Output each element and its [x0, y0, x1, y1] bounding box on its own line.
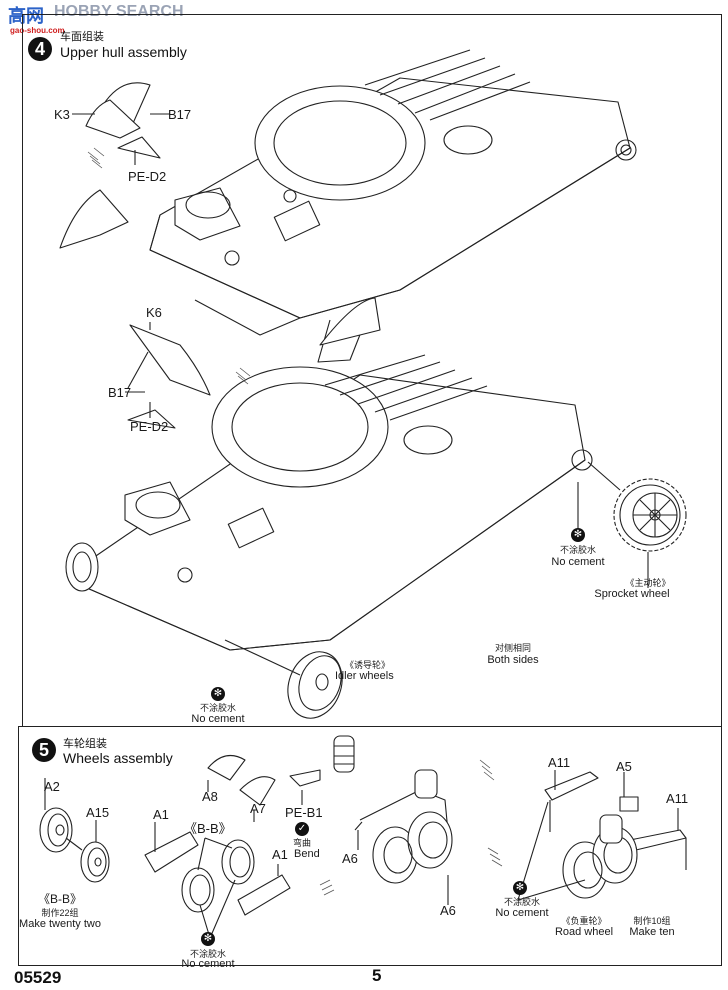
sprocket-wheel-art: [613, 478, 687, 552]
part-label-k3: K3: [54, 107, 70, 122]
bend-en: Bend: [294, 848, 320, 860]
sprocket-name-en: Sprocket wheel: [594, 588, 670, 600]
idler-no-cement-cn: 不涂胶水: [199, 703, 237, 713]
step5-frame: [18, 726, 722, 966]
wheels-no-cement-en: No cement: [181, 958, 235, 970]
road-no-cement-cn: 不涂胶水: [503, 897, 541, 907]
part-label-pe-b1: PE-B1: [285, 805, 323, 820]
idler-name-en: Idler wheels: [335, 670, 394, 682]
part-label-pe-d2-top: PE-D2: [128, 169, 167, 184]
page-number: 5: [372, 966, 382, 985]
upper-hull-top: [149, 49, 637, 363]
road-wheel-en: Road wheel: [554, 926, 614, 938]
step5-number-badge: 5: [32, 738, 56, 762]
part-label-a8: A8: [202, 789, 218, 804]
part-label-a15: A15: [86, 805, 110, 820]
part-label-a6-bottom: A6: [440, 903, 456, 918]
bb-make-en: Make twenty two: [19, 918, 101, 930]
step4-title-en: Upper hull assembly: [60, 44, 187, 60]
step4-frame: [22, 14, 722, 726]
road-wheel-cn: 《负重轮》: [561, 916, 607, 926]
wheels-no-cement-cn: 不涂胶水: [189, 949, 227, 959]
sprocket-name-cn: 《主动轮》: [625, 578, 671, 588]
part-label-pe-d2-mid: PE-D2: [130, 419, 169, 434]
upper-hull-bottom: [79, 354, 593, 651]
part-label-k6: K6: [146, 305, 162, 320]
step4-number-badge: 4: [28, 37, 52, 61]
part-label-b17-top: B17: [168, 107, 192, 122]
part-label-a7: A7: [250, 801, 266, 816]
idler-no-cement-en: No cement: [191, 713, 245, 725]
bb-sub-label: 《B-B》: [37, 892, 83, 906]
part-label-a11-right: A11: [666, 791, 689, 806]
no-cement-icon: ✻: [513, 881, 527, 895]
product-code: 05529: [14, 968, 62, 987]
sprocket-no-cement-en: No cement: [551, 556, 605, 568]
part-label-a1-left: A1: [153, 807, 169, 822]
step5-title-en: Wheels assembly: [63, 750, 173, 766]
step5-title-cn: 车轮组装: [63, 738, 107, 750]
sprocket-no-cement-cn: 不涂胶水: [559, 545, 597, 555]
part-label-b17-mid: B17: [108, 385, 132, 400]
part-label-a5: A5: [616, 759, 632, 774]
part-label-a2: A2: [44, 779, 60, 794]
part-label-bb: 《B-B》: [184, 821, 232, 836]
no-cement-icon: ✻: [571, 528, 585, 542]
make-ten-en: Make ten: [629, 926, 675, 938]
no-cement-icon: ✻: [201, 932, 215, 946]
no-cement-icon: ✻: [211, 687, 225, 701]
bend-cn: 弯曲: [292, 838, 312, 848]
part-label-a11-left: A11: [548, 755, 571, 770]
part-label-a6-left: A6: [342, 851, 358, 866]
bb-make-cn: 制作22组: [41, 908, 79, 918]
idler-name-cn: 《诱导轮》: [345, 660, 391, 670]
bend-icon: ✓: [295, 822, 309, 836]
road-no-cement-en: No cement: [495, 907, 549, 919]
watermark-sub: gao-shou.com: [10, 26, 65, 35]
make-ten-cn: 制作10组: [633, 916, 671, 926]
watermark-logo: 高网: [8, 6, 44, 26]
watermark-brand: HOBBY SEARCH: [54, 3, 184, 20]
both-sides-en: Both sides: [487, 654, 539, 666]
both-sides-cn: 对侧相同: [494, 643, 532, 653]
part-label-a1-right: A1: [272, 847, 288, 862]
step4-title-cn: 车面组装: [60, 31, 104, 43]
